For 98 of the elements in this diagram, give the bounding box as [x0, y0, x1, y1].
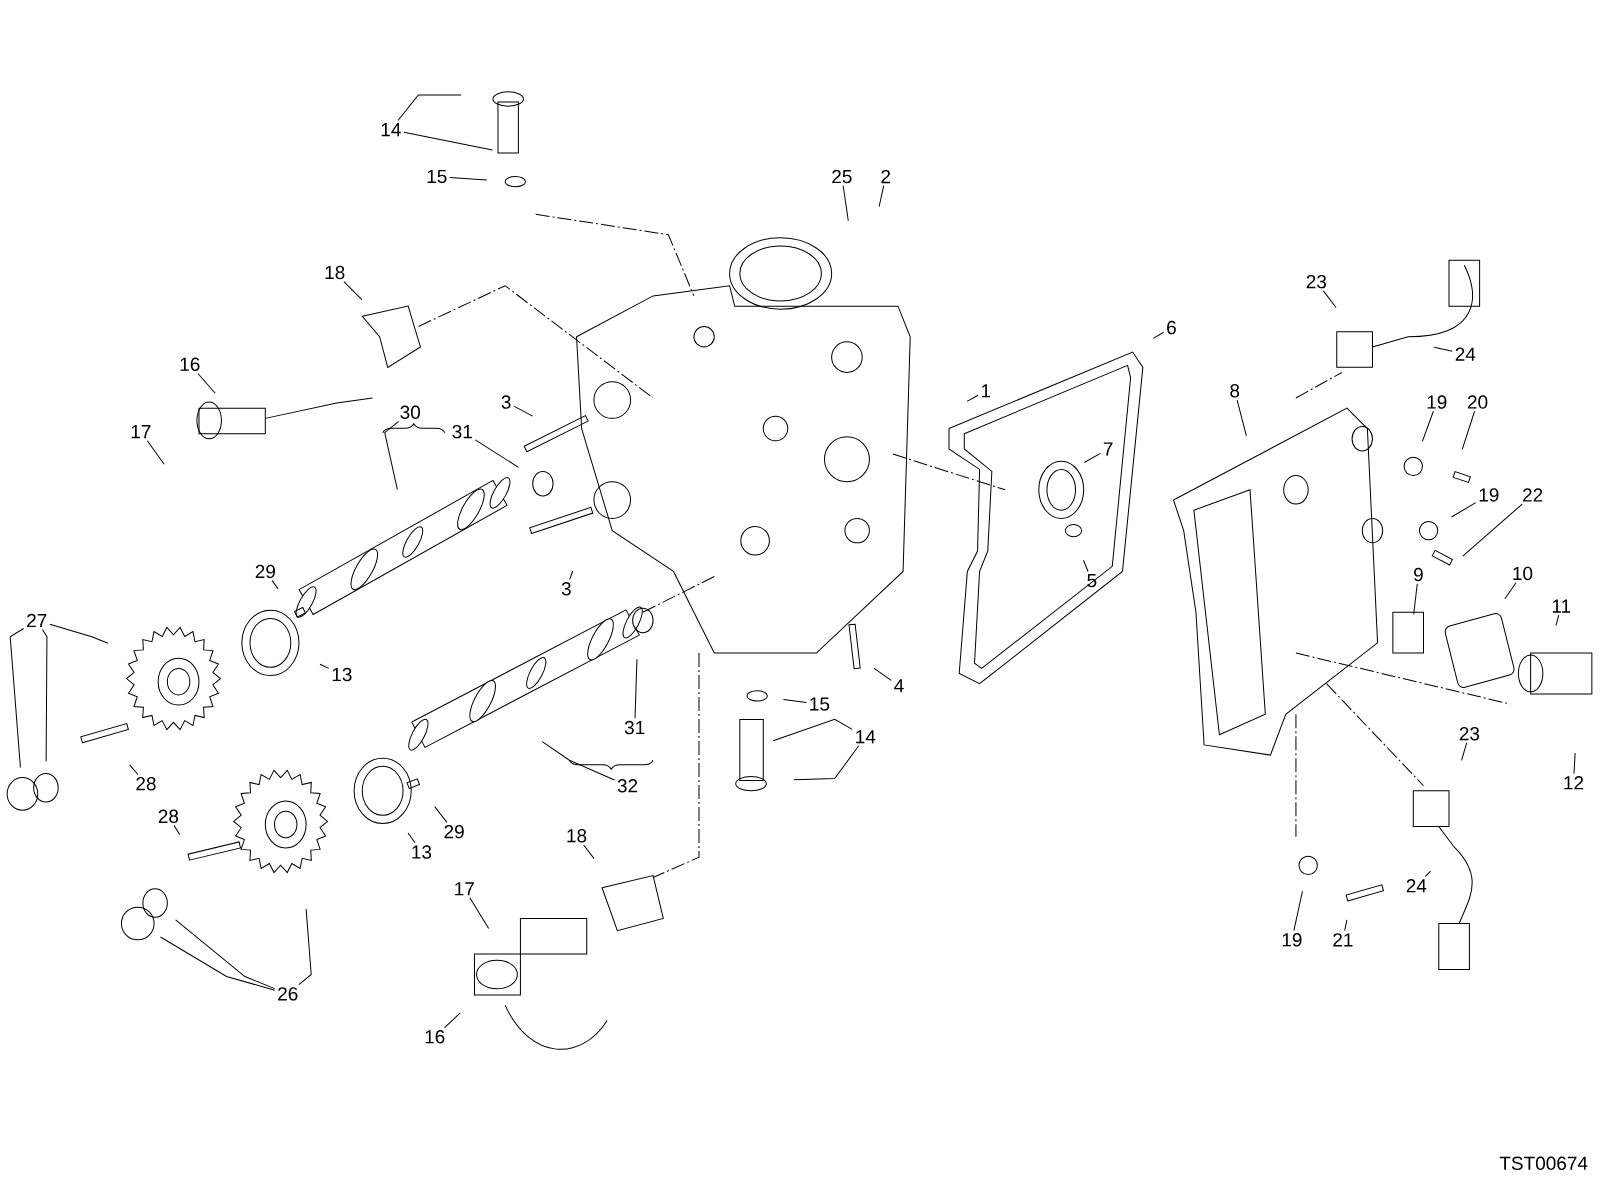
leader-line — [1344, 919, 1348, 932]
leader-line — [434, 806, 448, 823]
leader-line — [1083, 452, 1101, 463]
callout-number: 27 — [27, 613, 47, 628]
leader-line — [397, 94, 462, 122]
callout-number: 20 — [1467, 395, 1488, 409]
leader-line — [1293, 890, 1303, 932]
leader-line — [793, 745, 860, 781]
leader-line — [469, 897, 490, 929]
leader-line — [407, 832, 416, 844]
callout-number: 30 — [400, 405, 421, 419]
leader-line — [384, 421, 400, 490]
callout-number: 29 — [255, 564, 275, 579]
leader-line — [1322, 290, 1337, 308]
callout-number: 12 — [1564, 776, 1584, 790]
leader-line — [474, 439, 519, 468]
callout-number: 13 — [332, 667, 352, 682]
leader-line — [146, 440, 165, 465]
callout-number: 15 — [810, 697, 830, 711]
callout-number: 16 — [425, 1030, 445, 1044]
leader-line — [444, 1012, 461, 1028]
leader-line — [1573, 752, 1576, 775]
callout-number: 7 — [1103, 442, 1113, 456]
callout-number: 16 — [180, 357, 200, 371]
callout-number: 14 — [381, 123, 401, 137]
callout-number: 24 — [1455, 347, 1476, 361]
callout-number: 13 — [412, 845, 432, 859]
leader-line — [873, 667, 892, 681]
leader-line — [129, 764, 139, 775]
leader-line — [1461, 410, 1476, 450]
leader-line — [41, 629, 48, 762]
leader-line — [772, 718, 853, 742]
leader-line — [1152, 331, 1165, 339]
callout-number: 14 — [856, 730, 876, 744]
callout-number: 19 — [1479, 488, 1499, 502]
leader-line — [1421, 410, 1434, 442]
callout-number: 26 — [278, 987, 298, 1001]
callout-number: 28 — [158, 809, 179, 824]
leader-line — [842, 185, 849, 222]
leader-line — [783, 698, 807, 703]
callout-number: 6 — [1167, 320, 1176, 335]
leader-line — [878, 185, 885, 208]
leader-line — [1462, 503, 1523, 557]
callout-number: 17 — [131, 425, 151, 439]
callout-number: 23 — [1459, 726, 1480, 741]
leader-line — [343, 281, 363, 301]
callout-number: 2 — [881, 169, 891, 184]
leader-line — [541, 741, 615, 781]
leader-line — [9, 627, 25, 768]
leader-line — [569, 570, 574, 581]
callout-number: 24 — [1406, 879, 1427, 893]
leader-line — [449, 176, 488, 181]
leader-line — [1461, 742, 1468, 761]
drawing-number: TST00674 — [1499, 1156, 1588, 1170]
leader-line — [1433, 346, 1453, 352]
callout-number: 31 — [624, 720, 645, 735]
callout-number: 9 — [1414, 567, 1423, 582]
callout-number: 3 — [501, 395, 511, 409]
leader-line — [197, 373, 216, 394]
callout-number: 15 — [427, 169, 447, 184]
callout-number: 28 — [136, 776, 156, 791]
callout-number: 10 — [1513, 566, 1533, 581]
callout-number: 31 — [452, 424, 472, 439]
leader-line — [1236, 399, 1247, 436]
leader-line — [1413, 583, 1418, 615]
callout-number: 18 — [325, 265, 345, 280]
leader-line — [175, 919, 276, 990]
callout-number: 23 — [1306, 274, 1327, 289]
callout-number: 25 — [832, 169, 852, 184]
callout-number: 29 — [444, 824, 464, 839]
callout-number: 22 — [1523, 488, 1543, 502]
leader-line — [49, 623, 109, 644]
leader-line — [319, 663, 330, 669]
callout-number: 1 — [981, 384, 991, 398]
callout-number: 4 — [894, 679, 904, 693]
callout-number: 11 — [1552, 599, 1571, 613]
callout-number: 21 — [1333, 933, 1353, 947]
leader-line — [1450, 502, 1477, 518]
leader-line — [513, 405, 534, 417]
callout-number: 18 — [567, 829, 587, 843]
leader-line — [583, 844, 595, 860]
callout-number: 8 — [1230, 384, 1240, 398]
leader-line — [160, 936, 276, 991]
leader-line — [1555, 614, 1560, 626]
leader-line — [634, 658, 638, 719]
callout-number: 19 — [1282, 933, 1302, 947]
leader-line — [403, 131, 493, 151]
leader-line — [1424, 870, 1432, 878]
callout-number: 19 — [1427, 395, 1447, 409]
callout-number: 32 — [617, 779, 638, 793]
leader-line — [271, 580, 279, 590]
leader-line — [966, 394, 979, 402]
callout-number: 3 — [561, 582, 571, 596]
callout-number: 17 — [455, 882, 474, 896]
leader-line — [298, 908, 312, 986]
leader-line — [173, 825, 181, 836]
leader-line — [1083, 559, 1089, 572]
leader-line — [1504, 582, 1517, 600]
